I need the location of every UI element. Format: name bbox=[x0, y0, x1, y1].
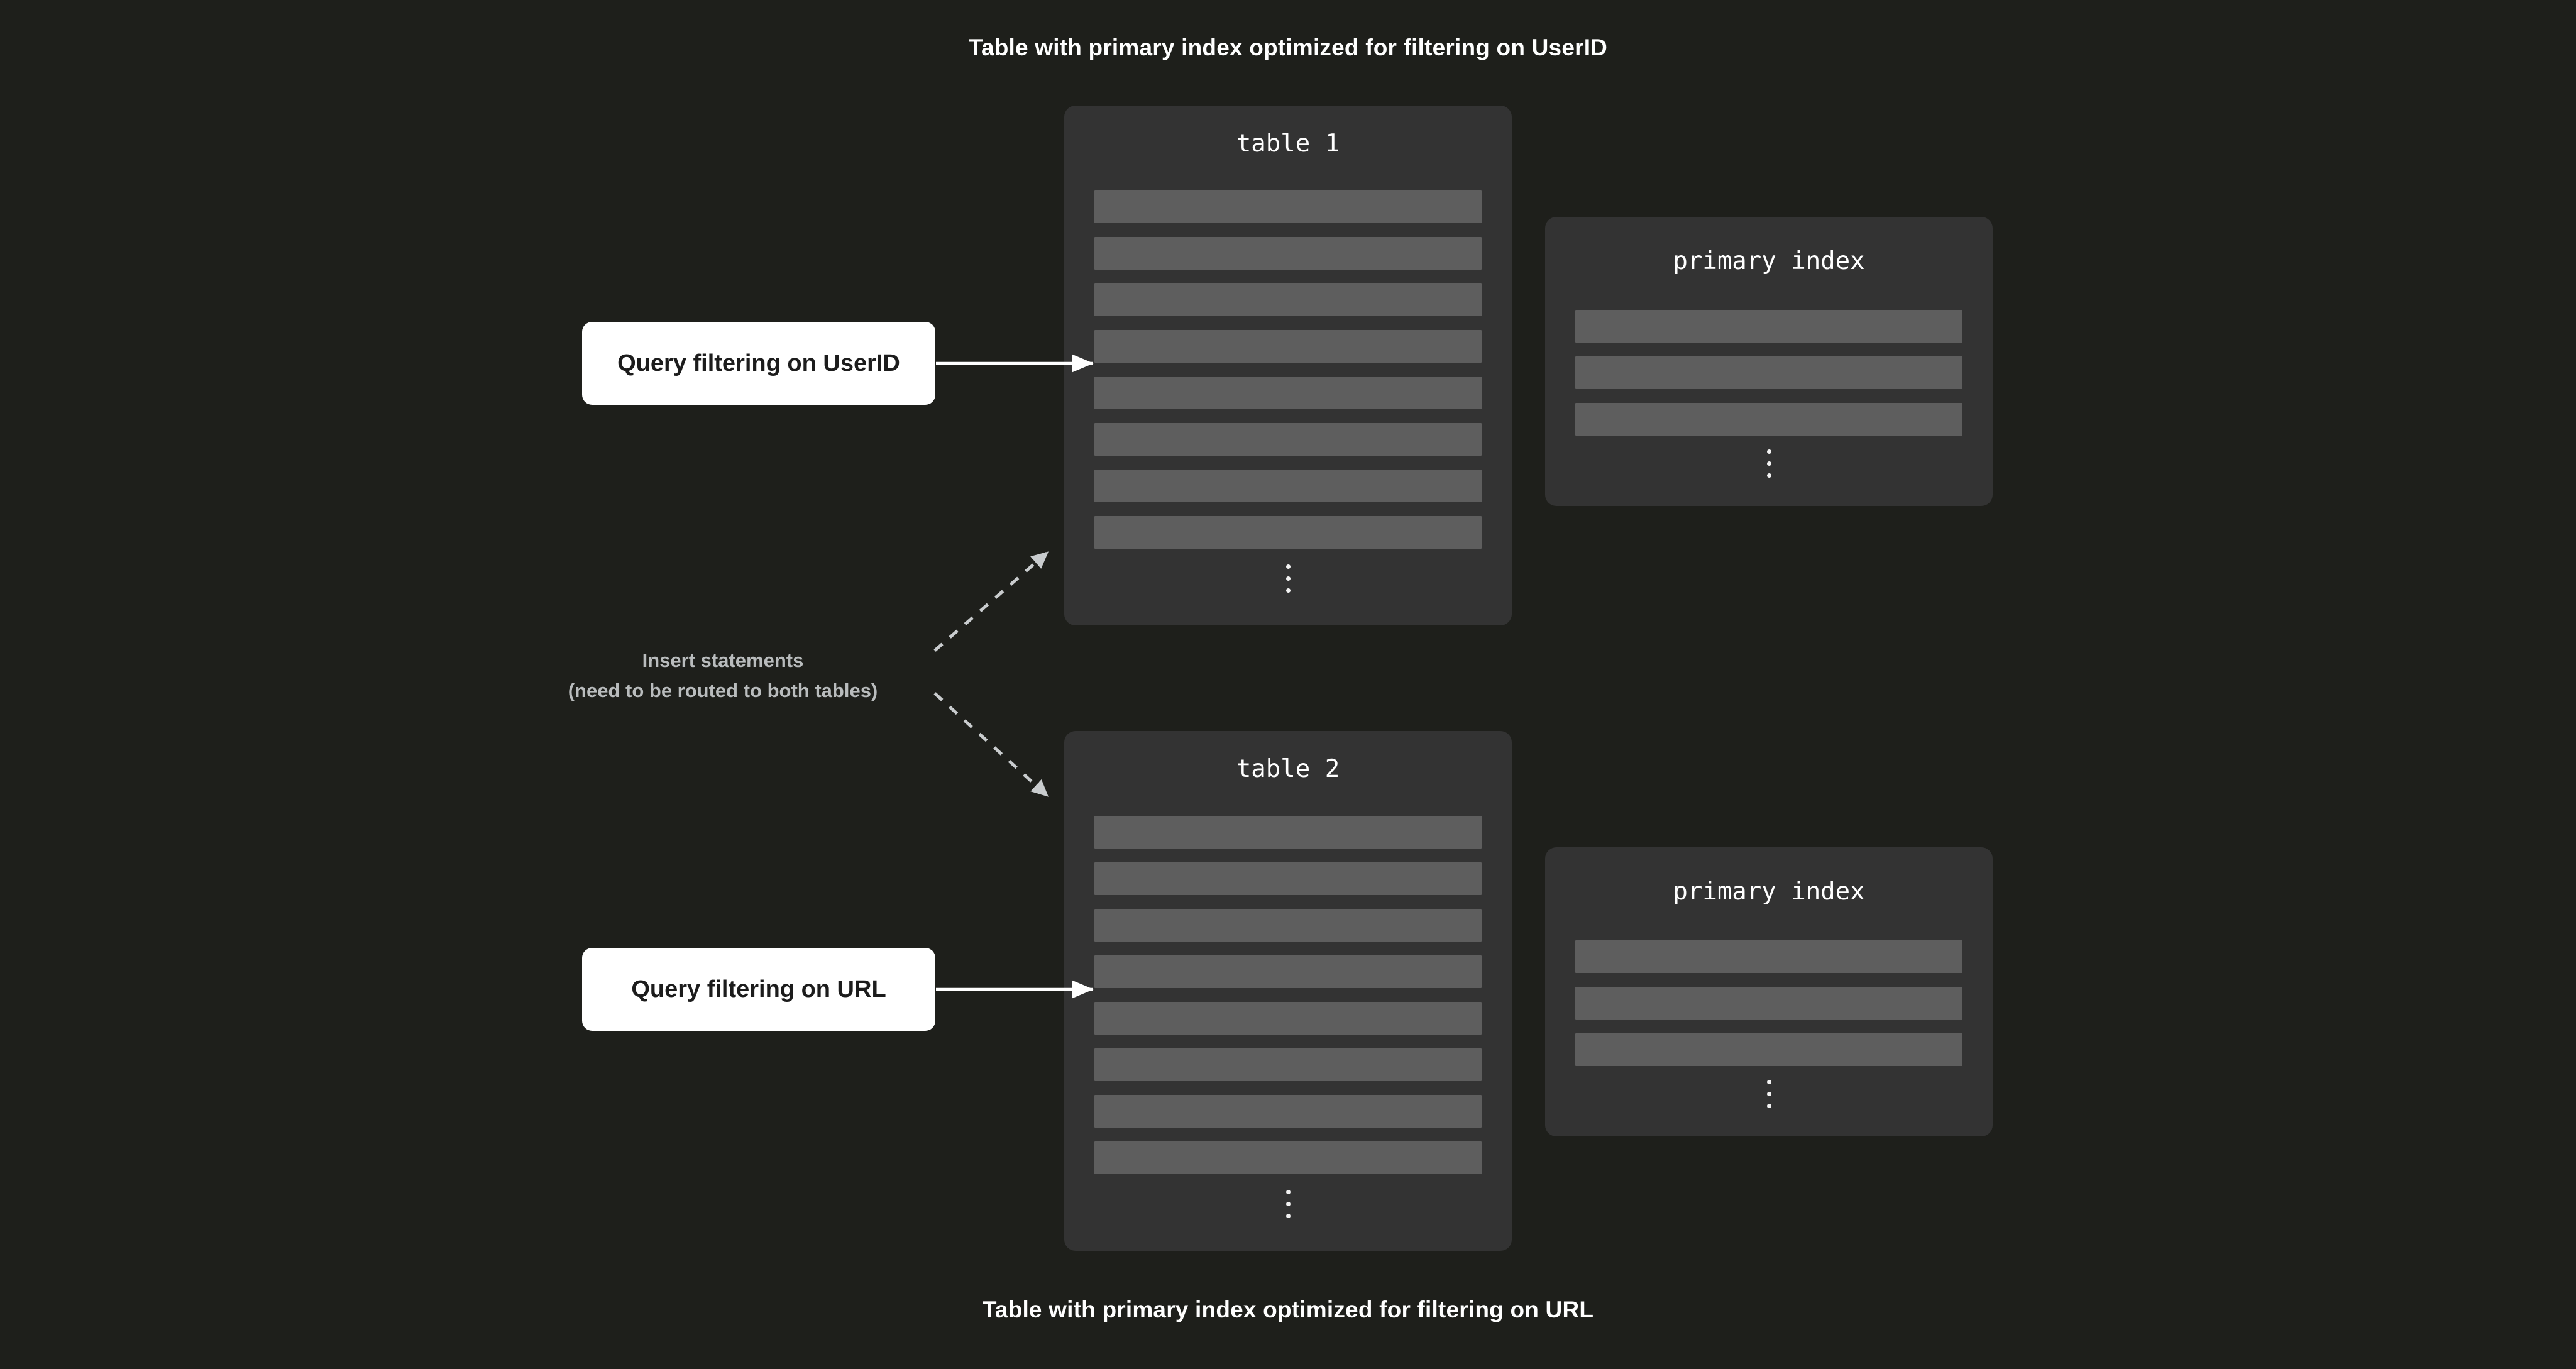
top-caption: Table with primary index optimized for f… bbox=[968, 35, 1608, 60]
primary-index-2-title: primary index bbox=[1673, 877, 1865, 906]
table-row bbox=[1094, 423, 1482, 456]
table-2-rows bbox=[1064, 816, 1512, 1188]
table-row bbox=[1094, 190, 1482, 223]
query-filtering-userid-box[interactable]: Query filtering on UserID bbox=[582, 322, 935, 405]
table-row bbox=[1094, 516, 1482, 549]
insert-statements-line-2: (need to be routed to both tables) bbox=[568, 679, 878, 701]
table-row bbox=[1094, 1141, 1482, 1174]
index-row bbox=[1575, 940, 1962, 973]
query-filtering-userid-label: Query filtering on UserID bbox=[617, 349, 900, 377]
table-row bbox=[1094, 330, 1482, 363]
table-1-rows bbox=[1064, 190, 1512, 563]
table-row bbox=[1094, 909, 1482, 942]
vertical-ellipsis-icon bbox=[1545, 449, 1993, 478]
table-row bbox=[1094, 470, 1482, 502]
arrow-insert-to-table2 bbox=[933, 692, 1049, 797]
insert-statements-label: Insert statements (need to be routed to … bbox=[522, 646, 924, 706]
vertical-ellipsis-icon bbox=[1545, 1080, 1993, 1108]
primary-index-2-rows bbox=[1545, 940, 1993, 1080]
bottom-caption: Table with primary index optimized for f… bbox=[982, 1297, 1594, 1322]
table-row bbox=[1094, 1048, 1482, 1081]
insert-statements-line-1: Insert statements bbox=[642, 649, 804, 671]
primary-index-1-title: primary index bbox=[1673, 247, 1865, 275]
index-row bbox=[1575, 403, 1962, 436]
table-row bbox=[1094, 377, 1482, 409]
table-row bbox=[1094, 1095, 1482, 1128]
primary-index-1-rows bbox=[1545, 310, 1993, 449]
index-row bbox=[1575, 310, 1962, 343]
table-row bbox=[1094, 283, 1482, 316]
primary-index-2-panel: primary index bbox=[1545, 847, 1993, 1136]
table-row bbox=[1094, 1002, 1482, 1035]
table-2-panel: table 2 bbox=[1064, 731, 1512, 1251]
arrow-insert-to-table1 bbox=[933, 551, 1049, 652]
vertical-ellipsis-icon bbox=[1064, 1190, 1512, 1218]
table-row bbox=[1094, 237, 1482, 270]
query-filtering-url-box[interactable]: Query filtering on URL bbox=[582, 948, 935, 1031]
table-1-title: table 1 bbox=[1236, 129, 1340, 158]
vertical-ellipsis-icon bbox=[1064, 564, 1512, 593]
table-row bbox=[1094, 862, 1482, 895]
primary-index-1-panel: primary index bbox=[1545, 217, 1993, 506]
table-1-panel: table 1 bbox=[1064, 106, 1512, 625]
index-row bbox=[1575, 1033, 1962, 1066]
table-row bbox=[1094, 955, 1482, 988]
query-filtering-url-label: Query filtering on URL bbox=[631, 976, 886, 1003]
index-row bbox=[1575, 356, 1962, 389]
table-row bbox=[1094, 816, 1482, 849]
index-row bbox=[1575, 987, 1962, 1020]
table-2-title: table 2 bbox=[1236, 755, 1340, 783]
